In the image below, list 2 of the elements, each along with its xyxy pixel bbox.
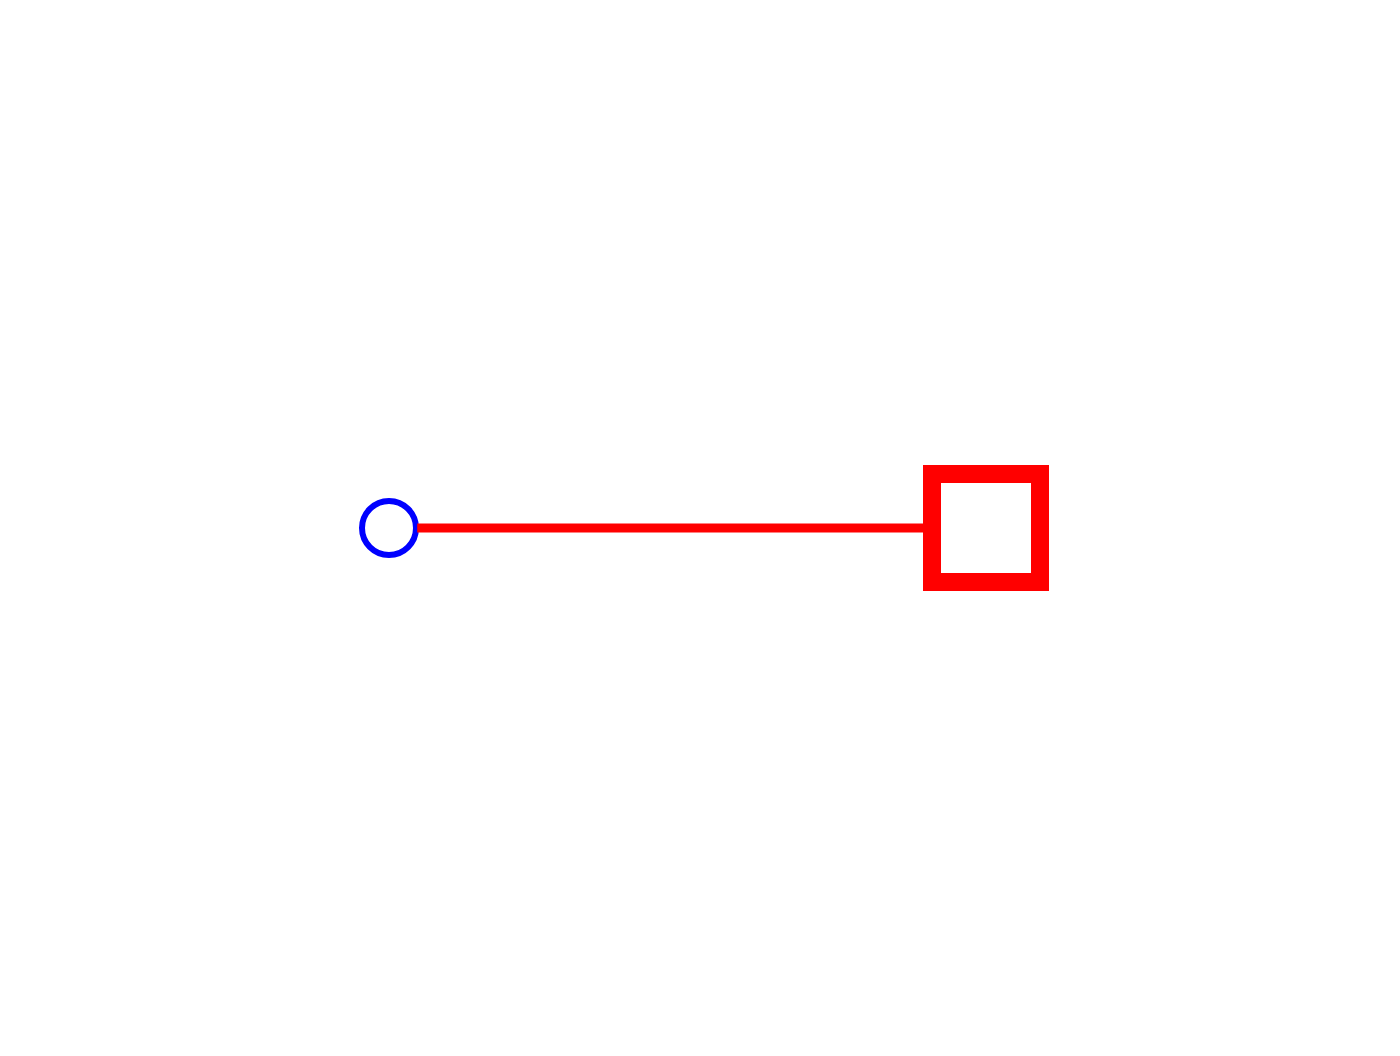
node-box (922, 465, 1048, 591)
node-circle (358, 498, 418, 558)
